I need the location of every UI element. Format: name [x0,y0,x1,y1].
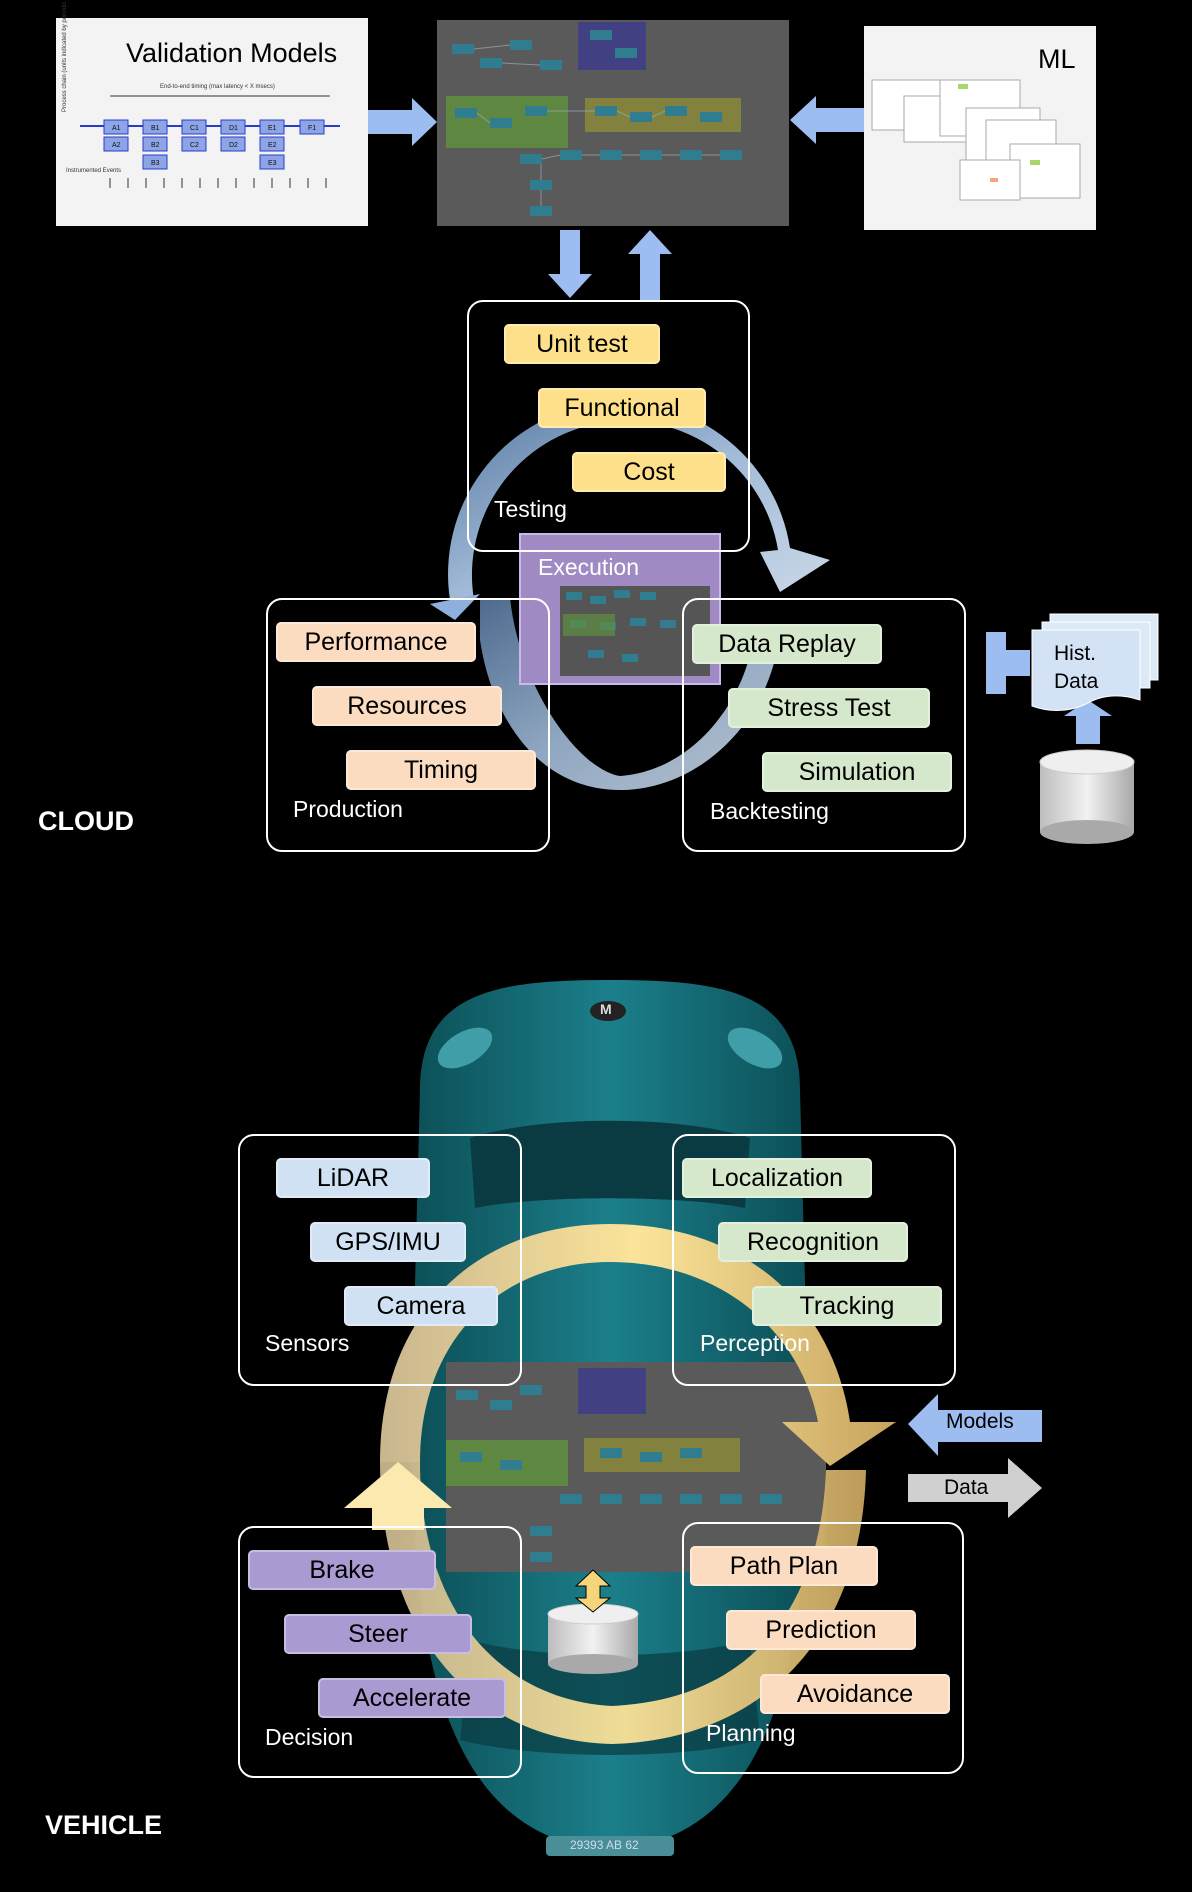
validation-node-label: A2 [112,142,121,149]
perception-box [672,1134,956,1386]
data-arrow [908,1458,1042,1518]
performance-chip: Performance [276,622,476,662]
vehicle-graph-mini [446,1368,782,1562]
cloud-cycle-ring [430,402,830,790]
hist-data-label: Hist. Data [1054,640,1098,696]
brake-chip: Brake [248,1550,436,1590]
timing-chip: Timing [346,750,536,790]
data-arrow-label: Data [944,1476,989,1499]
sensors-label: Sensors [265,1330,350,1356]
accelerate-chip: Accelerate [318,1678,506,1718]
production-box [266,598,550,852]
car-logo: M [600,1001,612,1017]
steer-chip: Steer [284,1614,472,1654]
validation-node-label: C2 [190,142,199,149]
arrow-validation-to-graph [368,98,437,146]
testing-label: Testing [494,496,567,522]
data-replay-chip: Data Replay [692,624,882,664]
recognition-chip: Recognition [718,1222,908,1262]
hist-data-line2: Data [1054,670,1099,693]
tracking-chip: Tracking [752,1286,942,1326]
decision-box [238,1526,522,1778]
validation-node-label: E2 [268,142,277,149]
ml-title: ML [1038,44,1076,74]
decision-label: Decision [265,1724,354,1750]
testing-box [467,300,750,552]
cloud-region-label: CLOUD [38,806,134,836]
planning-label: Planning [706,1720,796,1746]
vehicle-cycle-ring [344,1224,896,1744]
sensors-box [238,1134,522,1386]
arrow-db-up [1064,700,1112,744]
validation-mini-side-text: Process chain (units indicated by period… [62,0,68,112]
validation-node-label: C1 [190,125,199,132]
validation-mini-header: End-to-end timing (max latency < X msecs… [160,84,275,90]
execution-label: Execution [538,554,640,580]
arrow-graph-down [548,230,592,298]
validation-node-label: B2 [151,142,160,149]
avoidance-chip: Avoidance [760,1674,950,1714]
validation-mini-diagram: End-to-end timing (max latency < X msecs… [62,0,340,188]
backtesting-box [682,598,966,852]
camera-chip: Camera [344,1286,498,1326]
prediction-chip: Prediction [726,1610,916,1650]
hist-data-line1: Hist. [1054,642,1096,665]
license-plate [546,1836,674,1856]
car-plate-text: 29393 AB 62 [570,1838,639,1852]
hist-data-icon [1031,613,1159,711]
validation-node-label: E3 [268,160,277,167]
models-arrow [908,1394,1042,1456]
stress-test-chip: Stress Test [728,688,930,728]
resources-chip: Resources [312,686,502,726]
production-label: Production [293,796,403,822]
simulation-chip: Simulation [762,752,952,792]
lidar-chip: LiDAR [276,1158,430,1198]
pipeline-graph-mini [446,22,742,216]
validation-node-label: A1 [112,125,121,132]
backtesting-label: Backtesting [710,798,829,824]
bidirectional-arrow-icon [574,1569,612,1613]
ml-mini-graph [871,79,1081,201]
arrow-hist-to-backtesting [986,632,1030,694]
validation-node-label: D1 [229,125,238,132]
perception-label: Perception [700,1330,810,1356]
unit-test-chip: Unit test [504,324,660,364]
cost-chip: Cost [572,452,726,492]
database-cylinder-cloud [1039,749,1135,844]
validation-node-label: B1 [151,125,160,132]
validation-node-label: F1 [308,125,316,132]
validation-node-label: B3 [151,160,160,167]
gps-imu-chip: GPS/IMU [310,1222,466,1262]
validation-models-title: Validation Models [126,38,338,68]
vehicle-database [547,1569,639,1674]
models-arrow-label: Models [946,1410,1014,1433]
validation-mini-events-label: Instrumented Events [66,168,121,174]
arrow-graph-up [628,230,672,300]
functional-chip: Functional [538,388,706,428]
car-logo-badge [590,1001,626,1021]
path-plan-chip: Path Plan [690,1546,878,1586]
arrow-ml-to-graph [790,96,864,144]
validation-node-label: D2 [229,142,238,149]
top-arrows [368,96,1112,744]
localization-chip: Localization [682,1158,872,1198]
validation-node-label: E1 [268,125,277,132]
planning-box [682,1522,964,1774]
vehicle-region-label: VEHICLE [45,1810,163,1840]
